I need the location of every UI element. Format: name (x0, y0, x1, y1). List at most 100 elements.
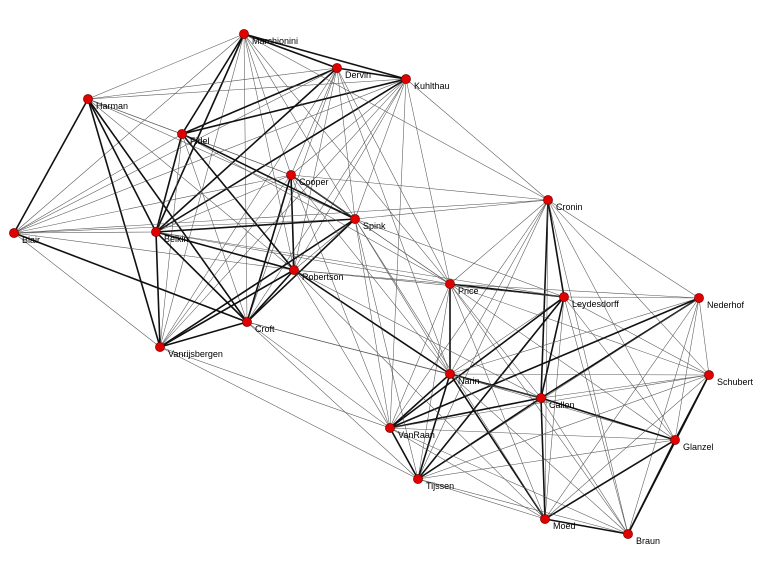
edge-narin-moed (449, 373, 546, 520)
edge-marchionini-blair (13, 33, 245, 234)
edge-croft-callon (246, 321, 542, 399)
edge-nederhof-glanzel (674, 297, 700, 441)
edge-cronin-tijssen (417, 199, 549, 480)
edge-blair-belkin (13, 231, 157, 234)
edge-harman-vanrijsbergen (87, 98, 161, 348)
node-marchionini[interactable] (239, 29, 249, 39)
edge-cooper-narin (290, 174, 451, 375)
edge-price-nederhof (449, 283, 700, 299)
node-cronin[interactable] (543, 195, 553, 205)
edge-tijssen-braun (417, 478, 629, 535)
node-vanraan[interactable] (385, 423, 395, 433)
edge-moed-braun (544, 518, 629, 535)
node-label-vanraan: VanRaan (398, 430, 435, 440)
edge-croft-tijssen (246, 321, 419, 480)
edge-kuhlthau-croft (246, 78, 407, 323)
edge-cooper-blair (13, 174, 292, 234)
edge-price-schubert (449, 283, 710, 376)
node-moed[interactable] (540, 514, 550, 524)
edge-nederhof-schubert (698, 297, 710, 376)
edge-vanrijsbergen-tijssen (159, 346, 419, 480)
node-label-croft: Croft (255, 324, 275, 334)
edge-dervin-robertson (293, 67, 338, 271)
edge-robertson-vanraan (293, 269, 391, 429)
node-callon[interactable] (536, 393, 546, 403)
node-nederhof[interactable] (694, 293, 704, 303)
node-narin[interactable] (445, 369, 455, 379)
edge-cronin-callon (540, 199, 549, 399)
node-leydesdorff[interactable] (559, 292, 569, 302)
edge-glanzel-braun (627, 439, 676, 535)
edge-dervin-spink (336, 67, 356, 220)
edge-kuhlthau-vanrijsbergen (159, 78, 407, 348)
edge-spink-tijssen (354, 218, 419, 480)
node-harman[interactable] (83, 94, 93, 104)
node-croft[interactable] (242, 317, 252, 327)
edge-dervin-narin (336, 67, 451, 375)
edge-leydesdorff-narin (449, 296, 565, 375)
edge-nederhof-narin (449, 297, 700, 375)
edge-belkin-vanrijsbergen (155, 231, 161, 348)
node-label-schubert: Schubert (717, 377, 754, 387)
edge-cooper-price (290, 174, 451, 285)
edge-kuhlthau-harman (87, 78, 407, 100)
node-blair[interactable] (9, 228, 19, 238)
edge-narin-tijssen (417, 373, 451, 480)
edge-robertson-leydesdorff (293, 269, 565, 298)
node-braun[interactable] (623, 529, 633, 539)
node-label-tijssen: Tijssen (426, 481, 454, 491)
node-spink[interactable] (350, 214, 360, 224)
node-price[interactable] (445, 279, 455, 289)
node-fidel[interactable] (177, 129, 187, 139)
edge-harman-belkin (87, 98, 157, 233)
edge-kuhlthau-robertson (293, 78, 407, 271)
edge-croft-vanraan (246, 321, 391, 429)
edge-vanraan-braun (389, 427, 629, 535)
edge-vanraan-glanzel (389, 427, 676, 441)
edge-cronin-glanzel (547, 199, 676, 441)
edge-belkin-price (155, 231, 451, 285)
edge-narin-vanraan (389, 373, 451, 429)
node-label-kuhlthau: Kuhlthau (414, 81, 450, 91)
node-label-glanzel: Glanzel (683, 442, 714, 452)
node-layer (9, 29, 714, 539)
edge-layer (13, 33, 710, 535)
edge-blair-robertson (13, 232, 295, 271)
node-schubert[interactable] (704, 370, 714, 380)
edge-fidel-vanrijsbergen (159, 133, 183, 348)
node-label-nederhof: Nederhof (707, 300, 745, 310)
edge-cronin-vanraan (389, 199, 549, 429)
edge-spink-vanrijsbergen (159, 218, 356, 348)
edge-cronin-braun (547, 199, 629, 535)
edge-marchionini-robertson (243, 33, 295, 271)
edge-cooper-vanraan (290, 174, 391, 429)
edge-callon-braun (540, 397, 629, 535)
edge-robertson-vanrijsbergen (159, 269, 295, 348)
node-label-dervin: Dervin (345, 70, 371, 80)
node-robertson[interactable] (289, 265, 299, 275)
node-label-narin: Narin (458, 376, 480, 386)
node-tijssen[interactable] (413, 474, 423, 484)
edge-cronin-nederhof (547, 199, 700, 299)
node-label-braun: Braun (636, 536, 660, 546)
edge-vanraan-moed (389, 427, 546, 520)
edge-croft-vanrijsbergen (159, 321, 248, 348)
edge-robertson-croft (246, 269, 295, 323)
node-belkin[interactable] (151, 227, 161, 237)
node-dervin[interactable] (332, 63, 342, 73)
node-kuhlthau[interactable] (401, 74, 411, 84)
node-vanrijsbergen[interactable] (155, 342, 165, 352)
edge-spink-leydesdorff (354, 218, 565, 298)
edge-spink-robertson (293, 218, 356, 271)
node-label-leydesdorff: Leydesdorff (572, 299, 619, 309)
edge-belkin-robertson (155, 231, 295, 271)
edge-blair-croft (13, 232, 248, 323)
edge-cooper-croft (246, 174, 292, 323)
node-cooper[interactable] (286, 170, 296, 180)
edge-nederhof-braun (627, 297, 700, 535)
edge-marchionini-fidel (181, 33, 245, 135)
node-label-fidel: Fidel (190, 136, 210, 146)
node-label-marchionini: Marchionini (252, 36, 298, 46)
node-glanzel[interactable] (670, 435, 680, 445)
edge-narin-braun (449, 373, 629, 535)
